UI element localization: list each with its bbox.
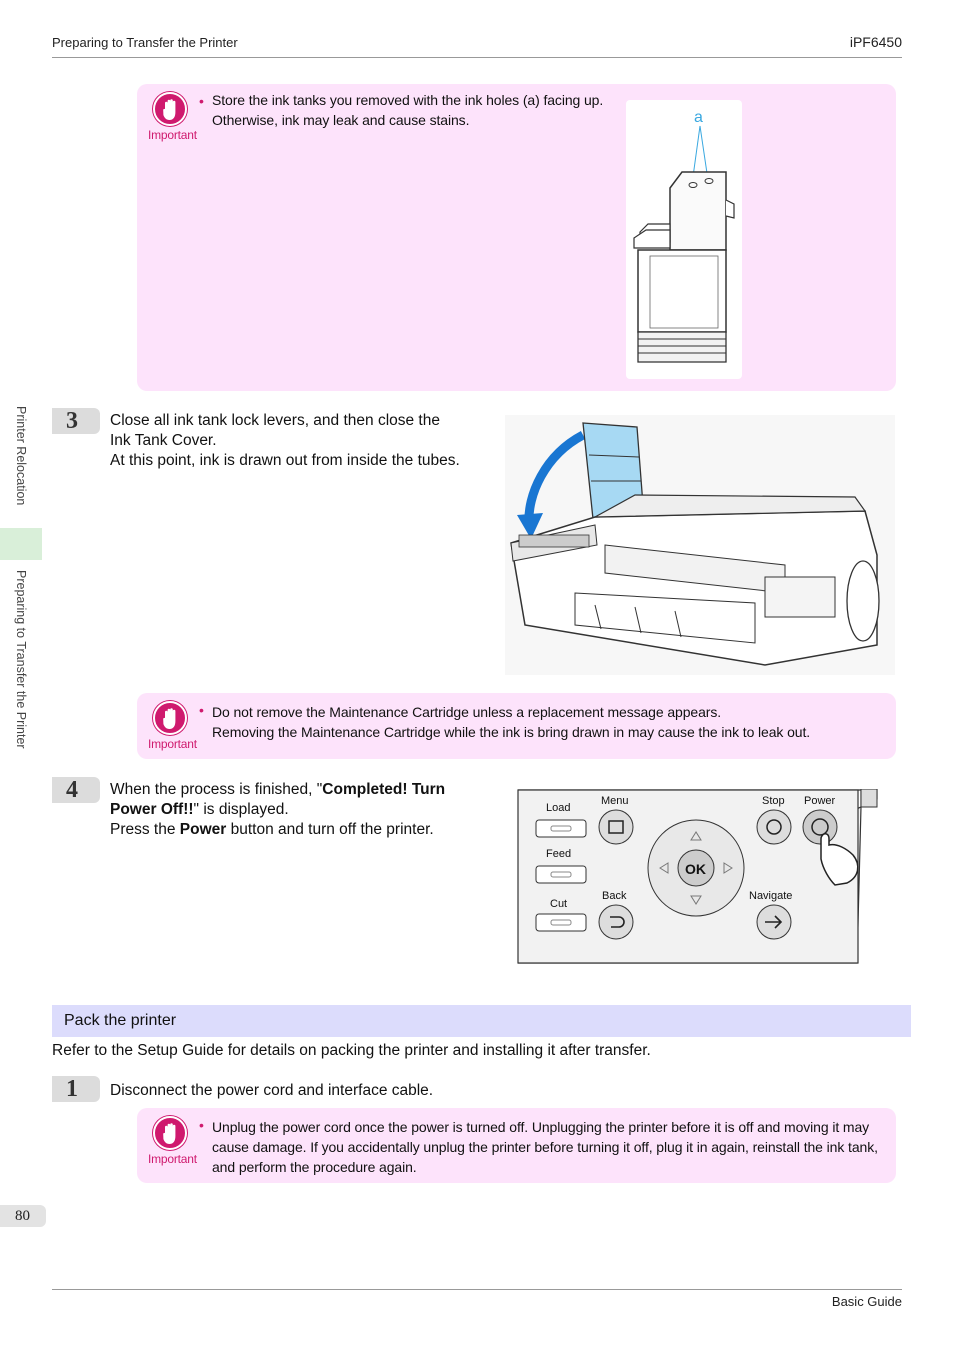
back-label: Back [602,890,627,902]
note-line: Store the ink tanks you removed with the… [212,92,604,108]
note-line: cause damage. If you accidentally unplug… [212,1139,878,1155]
cut-label: Cut [550,898,567,910]
step-line: At this point, ink is drawn out from ins… [110,452,460,469]
important-note: Important • Unplug the power cord once t… [137,1108,896,1183]
step-number: 3 [52,408,100,434]
stop-label: Stop [762,795,785,807]
section-heading: Pack the printer [52,1005,911,1037]
step-text-bold: Power [179,821,227,838]
important-note: Important • Do not remove the Maintenanc… [137,693,896,759]
important-label: Important [148,737,197,751]
footer-title: Basic Guide [831,1294,902,1309]
header-divider [52,57,902,58]
stop-icon [766,819,782,835]
header-title: Preparing to Transfer the Printer [52,35,238,50]
important-hand-icon [153,92,187,126]
step-number: 1 [52,1076,100,1102]
cut-button[interactable] [535,913,587,932]
left-arrow-icon[interactable] [659,862,669,874]
printer-illustration [505,415,895,675]
ink-tank-illustration: a [626,100,742,379]
step-text: " is displayed. [193,801,289,818]
important-note: Important • Store the ink tanks you remo… [137,84,896,391]
sidebar-tab-active-marker [0,528,42,560]
step-text: Press the [110,821,180,838]
step-text-bold: Completed! Turn [322,781,446,798]
important-label: Important [148,1152,197,1166]
sidebar-tab-label: Printer Relocation [14,406,28,506]
note-line: Do not remove the Maintenance Cartridge … [212,704,722,720]
bullet: • [199,93,204,109]
important-label: Important [148,128,197,142]
navigate-label: Navigate [749,890,792,902]
sidebar-tab-preparing-label[interactable]: Preparing to Transfer the Printer [14,570,28,749]
load-label: Load [546,802,570,814]
footer-divider [52,1289,902,1290]
note-line: Otherwise, ink may leak and cause stains… [212,112,470,128]
step-text-bold: Power Off!! [110,801,194,818]
menu-label: Menu [601,795,629,807]
pointing-hand-icon [820,833,859,886]
up-arrow-icon[interactable] [690,831,702,841]
note-line: Removing the Maintenance Cartridge while… [212,724,811,740]
important-hand-icon [153,1116,187,1150]
feed-button[interactable] [535,865,587,884]
note-line: and perform the procedure again. [212,1159,417,1175]
control-panel-illustration: Load Menu Feed Cut Back OK Stop Power Na… [517,788,879,964]
back-button[interactable] [598,904,634,940]
bullet: • [199,702,204,718]
step-text: button and turn off the printer. [226,821,434,838]
power-button[interactable] [802,809,838,845]
note-line: Unplug the power cord once the power is … [212,1119,870,1135]
power-label: Power [804,795,836,807]
step-line: Close all ink tank lock levers, and then… [110,412,440,429]
sidebar-tab-printer-relocation[interactable]: Printer Relocation [0,400,42,528]
header-model: iPF6450 [849,34,902,50]
important-hand-icon [153,701,187,735]
menu-button[interactable] [598,809,634,845]
step-number: 4 [52,777,100,803]
section-intro: Refer to the Setup Guide for details on … [52,1042,651,1059]
power-icon [811,818,829,836]
step-line: Ink Tank Cover. [110,432,217,449]
ok-button[interactable] [677,849,715,887]
feed-label: Feed [546,848,571,860]
step-text: When the process is finished, " [110,781,323,798]
bullet: • [199,1117,204,1133]
right-arrow-icon[interactable] [723,862,733,874]
step-line: Disconnect the power cord and interface … [110,1082,434,1099]
page-number: 80 [0,1205,46,1227]
load-button[interactable] [535,819,587,838]
stop-button[interactable] [756,809,792,845]
ink-hole-label: a [694,109,703,126]
ok-label: OK [685,861,706,877]
down-arrow-icon[interactable] [690,895,702,905]
